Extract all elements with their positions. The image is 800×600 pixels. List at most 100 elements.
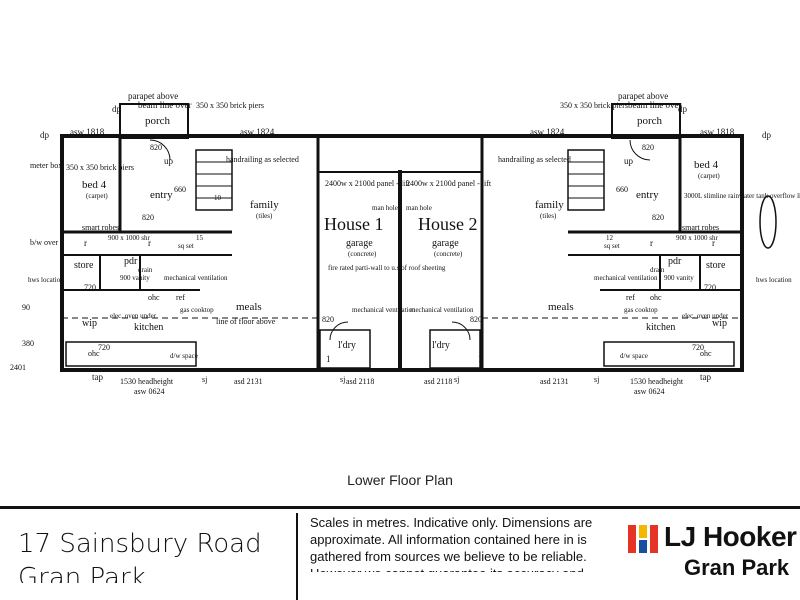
asw-label: asw 0624 xyxy=(134,387,164,396)
piers-label: 350 x 350 brick piers xyxy=(560,101,628,110)
dim-label: 15 xyxy=(196,234,204,242)
house-2-title: House 2 xyxy=(418,214,478,234)
agency-logo: LJ Hooker Gran Park xyxy=(628,521,800,600)
sq-set-label: sq set xyxy=(178,242,194,250)
asd-label: asd 2118 xyxy=(424,377,452,386)
oven-label: elec. oven under xyxy=(110,312,157,320)
floor-plan: parapet above parapet above beam line ov… xyxy=(10,91,800,396)
disclaimer-text: Scales in metres. Indicative only. Dimen… xyxy=(310,515,593,572)
asw-label: asw 1824 xyxy=(240,127,275,137)
sj-label: sj xyxy=(202,375,207,384)
manhole-label: man hole xyxy=(372,204,398,212)
robe-r: r xyxy=(84,238,87,248)
vanity-label: 900 vanity xyxy=(664,274,694,282)
room-laundry: l'dry xyxy=(432,340,450,351)
headheight-label: 1530 headheight xyxy=(630,377,684,386)
dim-label: 720 xyxy=(692,343,704,352)
room-entry: entry xyxy=(636,189,659,201)
dim-label: 720 xyxy=(84,283,96,292)
dim-label: 820 xyxy=(470,315,482,324)
shower-label: 900 x 1000 shr xyxy=(676,234,718,242)
plan-caption: Lower Floor Plan xyxy=(347,472,453,488)
laundry-room xyxy=(429,329,481,369)
tank-label: 3000L slimline rainwater tank overflow l… xyxy=(684,192,800,200)
beam-label: beam line over xyxy=(628,100,681,110)
footer-vertical-divider xyxy=(296,513,298,600)
hws-label: hws location xyxy=(28,276,64,284)
lndry-one: 1 xyxy=(478,354,483,364)
room-kitchen: kitchen xyxy=(646,322,675,333)
room-garage: garage xyxy=(432,238,459,249)
ohc-label: ohc xyxy=(148,293,160,302)
room-bed4: bed 4 xyxy=(694,159,719,171)
mech-vent-label: mechanical ventilation xyxy=(164,274,228,282)
handrail-label: handrailing as selected xyxy=(498,155,571,164)
room-pdr: pdr xyxy=(124,256,138,267)
asw-label: asw 0624 xyxy=(634,387,664,396)
oven-label: elec. oven under xyxy=(682,312,729,320)
footer-divider xyxy=(0,506,800,509)
footer: 17 Sainsbury Road Gran Park Scales in me… xyxy=(0,509,800,600)
dim-label: 820 xyxy=(150,143,162,152)
room-family: family xyxy=(250,199,279,211)
door-swing xyxy=(149,139,171,161)
dim-label: 12 xyxy=(606,234,614,242)
parapet-label: parapet above xyxy=(128,91,178,101)
robe-r: r xyxy=(148,238,151,248)
logo-brand-text: LJ Hooker xyxy=(664,521,797,552)
bw-over-label: b/w over xyxy=(30,238,59,247)
lj-hooker-mark-icon xyxy=(628,525,658,553)
tap-label: tap xyxy=(700,372,711,382)
dp-label: dp xyxy=(678,104,688,114)
stair xyxy=(567,149,605,211)
dim-label: 720 xyxy=(704,283,716,292)
door-swing xyxy=(329,321,349,341)
lndry-one: 1 xyxy=(326,354,331,364)
room-wip: wip xyxy=(712,318,727,329)
mech-vent-label: mechanical ventilation xyxy=(594,274,658,282)
asd-label: asd 2118 xyxy=(346,377,374,386)
dw-label: d/w space xyxy=(170,352,198,360)
finish-label: (tiles) xyxy=(256,212,273,220)
shower-label: 900 x 1000 shr xyxy=(108,234,150,242)
dim-label: 820 xyxy=(142,213,154,222)
porch-label: porch xyxy=(145,115,171,127)
dp-label: dp xyxy=(112,104,122,114)
room-pdr: pdr xyxy=(668,256,682,267)
asd-label: asd 2131 xyxy=(234,377,263,386)
mech-vent-label: mechanical ventilation xyxy=(410,306,474,314)
finish-label: (tiles) xyxy=(540,212,557,220)
cooktop-label: gas cooktop xyxy=(624,306,658,314)
dim-label: 820 xyxy=(322,315,334,324)
dim-label: 820 xyxy=(642,143,654,152)
room-meals: meals xyxy=(236,301,262,313)
robe-r: r xyxy=(712,238,715,248)
dim-label: 660 xyxy=(174,185,186,194)
room-entry: entry xyxy=(150,189,173,201)
tap-label: tap xyxy=(92,372,103,382)
rainwater-tank xyxy=(759,195,777,249)
garage-door-label: 2400w x 2100d panel - lift xyxy=(325,179,411,188)
room-family: family xyxy=(535,199,564,211)
hws-label: hws location xyxy=(756,276,792,284)
finish-label: (concrete) xyxy=(434,250,463,258)
beam-label: beam line over xyxy=(138,100,191,110)
kitchen-bench xyxy=(65,341,197,367)
handrail-label: handrailing as selected xyxy=(226,155,299,164)
porch-left xyxy=(119,103,189,139)
asw-label: asw 1818 xyxy=(70,127,105,137)
asd-label: asd 2131 xyxy=(540,377,569,386)
kitchen-bench xyxy=(603,341,735,367)
porch-label: porch xyxy=(637,115,663,127)
drain-label: drain xyxy=(138,266,153,274)
finish-label: (carpet) xyxy=(698,172,720,180)
sj-label: sj xyxy=(594,375,599,384)
drain-label: drain xyxy=(650,266,665,274)
dim-label: 2401 xyxy=(10,363,26,372)
room-kitchen: kitchen xyxy=(134,322,163,333)
ohc-label: ohc xyxy=(700,349,712,358)
dim-label: 720 xyxy=(98,343,110,352)
ohc-label: ohc xyxy=(650,293,662,302)
room-laundry: l'dry xyxy=(338,340,356,351)
ref-label: ref xyxy=(626,293,635,302)
